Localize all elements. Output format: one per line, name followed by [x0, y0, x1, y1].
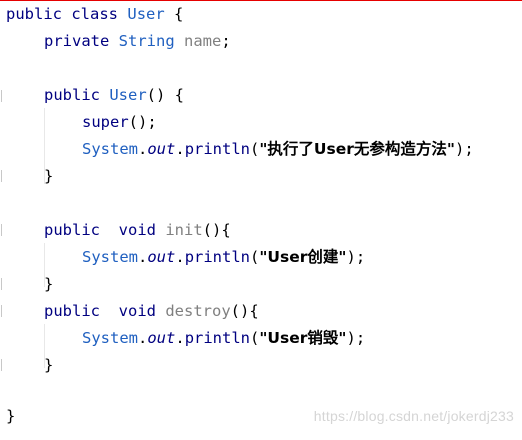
fold-marker-icon[interactable] — [1, 224, 5, 236]
open-paren: ( — [250, 140, 260, 158]
constructor-parens: () { — [146, 86, 184, 104]
out-field: out — [147, 329, 176, 347]
close-brace: } — [44, 275, 54, 293]
code-line-4: public User() { — [44, 82, 184, 109]
string-literal: "执行了User无参构造方法" — [259, 140, 455, 158]
open-brace: { — [164, 5, 184, 23]
system-class: System — [82, 329, 138, 347]
system-class: System — [82, 140, 138, 158]
code-line-14: } — [44, 352, 53, 379]
indent-guide — [44, 324, 45, 368]
code-line-6: System.out.println("执行了User无参构造方法"); — [82, 136, 474, 163]
fold-marker-icon[interactable] — [1, 278, 5, 290]
code-line-13: System.out.println("User销毁"); — [82, 325, 365, 352]
method-parens: (){ — [230, 302, 259, 320]
keyword-class: class — [71, 5, 119, 23]
watermark-text: https://blog.csdn.net/jokerdj233 — [313, 408, 514, 425]
dot: . — [138, 248, 148, 266]
close-paren: ); — [454, 140, 474, 158]
code-line-12: public void destroy(){ — [44, 298, 259, 325]
out-field: out — [147, 140, 176, 158]
keyword-public: public — [44, 86, 100, 104]
println-method: println — [184, 248, 251, 266]
super-call: (); — [128, 113, 157, 131]
code-line-1: public class User { — [6, 1, 183, 28]
code-line-11: } — [44, 271, 53, 298]
dot: . — [138, 329, 148, 347]
keyword-public: public — [44, 302, 100, 320]
keyword-public: public — [44, 221, 100, 239]
println-method: println — [184, 140, 251, 158]
code-line-16: } — [6, 403, 15, 430]
println-method: println — [184, 329, 251, 347]
string-literal: "User创建" — [259, 248, 347, 266]
open-paren: ( — [250, 329, 260, 347]
code-line-7: } — [44, 163, 53, 190]
keyword-private: private — [44, 32, 110, 50]
semicolon: ; — [221, 32, 231, 50]
close-paren: ); — [346, 248, 366, 266]
method-name-destroy: destroy — [165, 302, 231, 320]
keyword-void: void — [118, 302, 156, 320]
code-line-10: System.out.println("User创建"); — [82, 244, 365, 271]
code-line-5: super(); — [82, 109, 157, 136]
class-name: User — [127, 5, 165, 23]
code-line-2: private String name; — [44, 28, 231, 55]
fold-marker-icon[interactable] — [1, 305, 5, 317]
string-literal: "User销毁" — [259, 329, 347, 347]
dot: . — [175, 140, 185, 158]
fold-marker-icon[interactable] — [1, 359, 5, 371]
close-brace: } — [44, 356, 54, 374]
top-border — [0, 0, 522, 1]
type-string: String — [118, 32, 175, 50]
close-brace: } — [6, 407, 16, 425]
close-paren: ); — [346, 329, 366, 347]
fold-marker-icon[interactable] — [1, 90, 5, 102]
field-name: name — [184, 32, 222, 50]
fold-marker-icon[interactable] — [1, 170, 5, 182]
constructor-name: User — [109, 86, 147, 104]
method-name-init: init — [165, 221, 203, 239]
dot: . — [175, 329, 185, 347]
keyword-void: void — [118, 221, 156, 239]
indent-guide — [44, 243, 45, 287]
method-parens: (){ — [202, 221, 231, 239]
open-paren: ( — [250, 248, 260, 266]
dot: . — [138, 140, 148, 158]
close-brace: } — [44, 167, 54, 185]
keyword-super: super — [82, 113, 129, 131]
indent-guide — [44, 108, 45, 184]
out-field: out — [147, 248, 176, 266]
keyword-public: public — [6, 5, 62, 23]
system-class: System — [82, 248, 138, 266]
dot: . — [175, 248, 185, 266]
code-line-9: public void init(){ — [44, 217, 231, 244]
